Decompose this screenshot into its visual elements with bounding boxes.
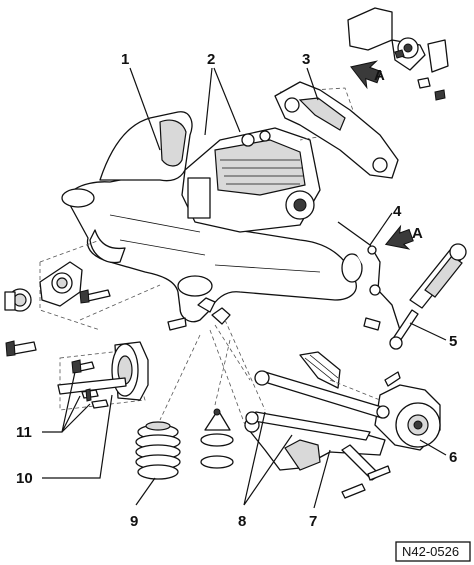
callout-6: 6: [449, 449, 457, 466]
reference-code: N42-0526: [402, 544, 459, 559]
callout-2: 2: [207, 51, 215, 68]
supercharger-assembly: [181, 127, 321, 233]
callout-5: 5: [449, 333, 457, 350]
view-marker-a-top: A: [374, 67, 385, 84]
callout-8: 8: [238, 513, 246, 530]
callout-1: 1: [121, 51, 129, 68]
callout-3: 3: [302, 51, 310, 68]
detail-view-a: A: [347, 7, 449, 101]
callout-9: 9: [130, 513, 138, 530]
differential-bracket: [274, 81, 399, 179]
callout-10: 10: [16, 470, 33, 487]
assembly-guide-lines: [79, 284, 381, 426]
callout-11: 11: [16, 424, 32, 441]
wheel-hub-knuckle: [299, 351, 441, 451]
view-arrow-a-top: [350, 60, 382, 90]
shock-absorber: [389, 243, 467, 350]
bushing-group: [57, 341, 149, 411]
control-arms: [245, 370, 390, 441]
stabilizer-bar: A: [337, 221, 423, 331]
reference-code-box: N42-0526: [395, 541, 471, 562]
coil-spring-group: [135, 408, 234, 480]
callout-leaders: [42, 67, 447, 509]
callout-labels: 1 2 3 4 5 6 7 8 9 10 11: [16, 51, 457, 530]
view-marker-a-right: A: [412, 225, 423, 242]
trailing-arm: [244, 414, 386, 481]
callout-7: 7: [309, 513, 317, 530]
view-arrow-a-right: [384, 224, 414, 250]
subframe-mount-group: [4, 239, 111, 357]
rear-subframe: [61, 111, 363, 323]
callout-4: 4: [393, 203, 402, 220]
loose-fasteners: [167, 297, 391, 499]
